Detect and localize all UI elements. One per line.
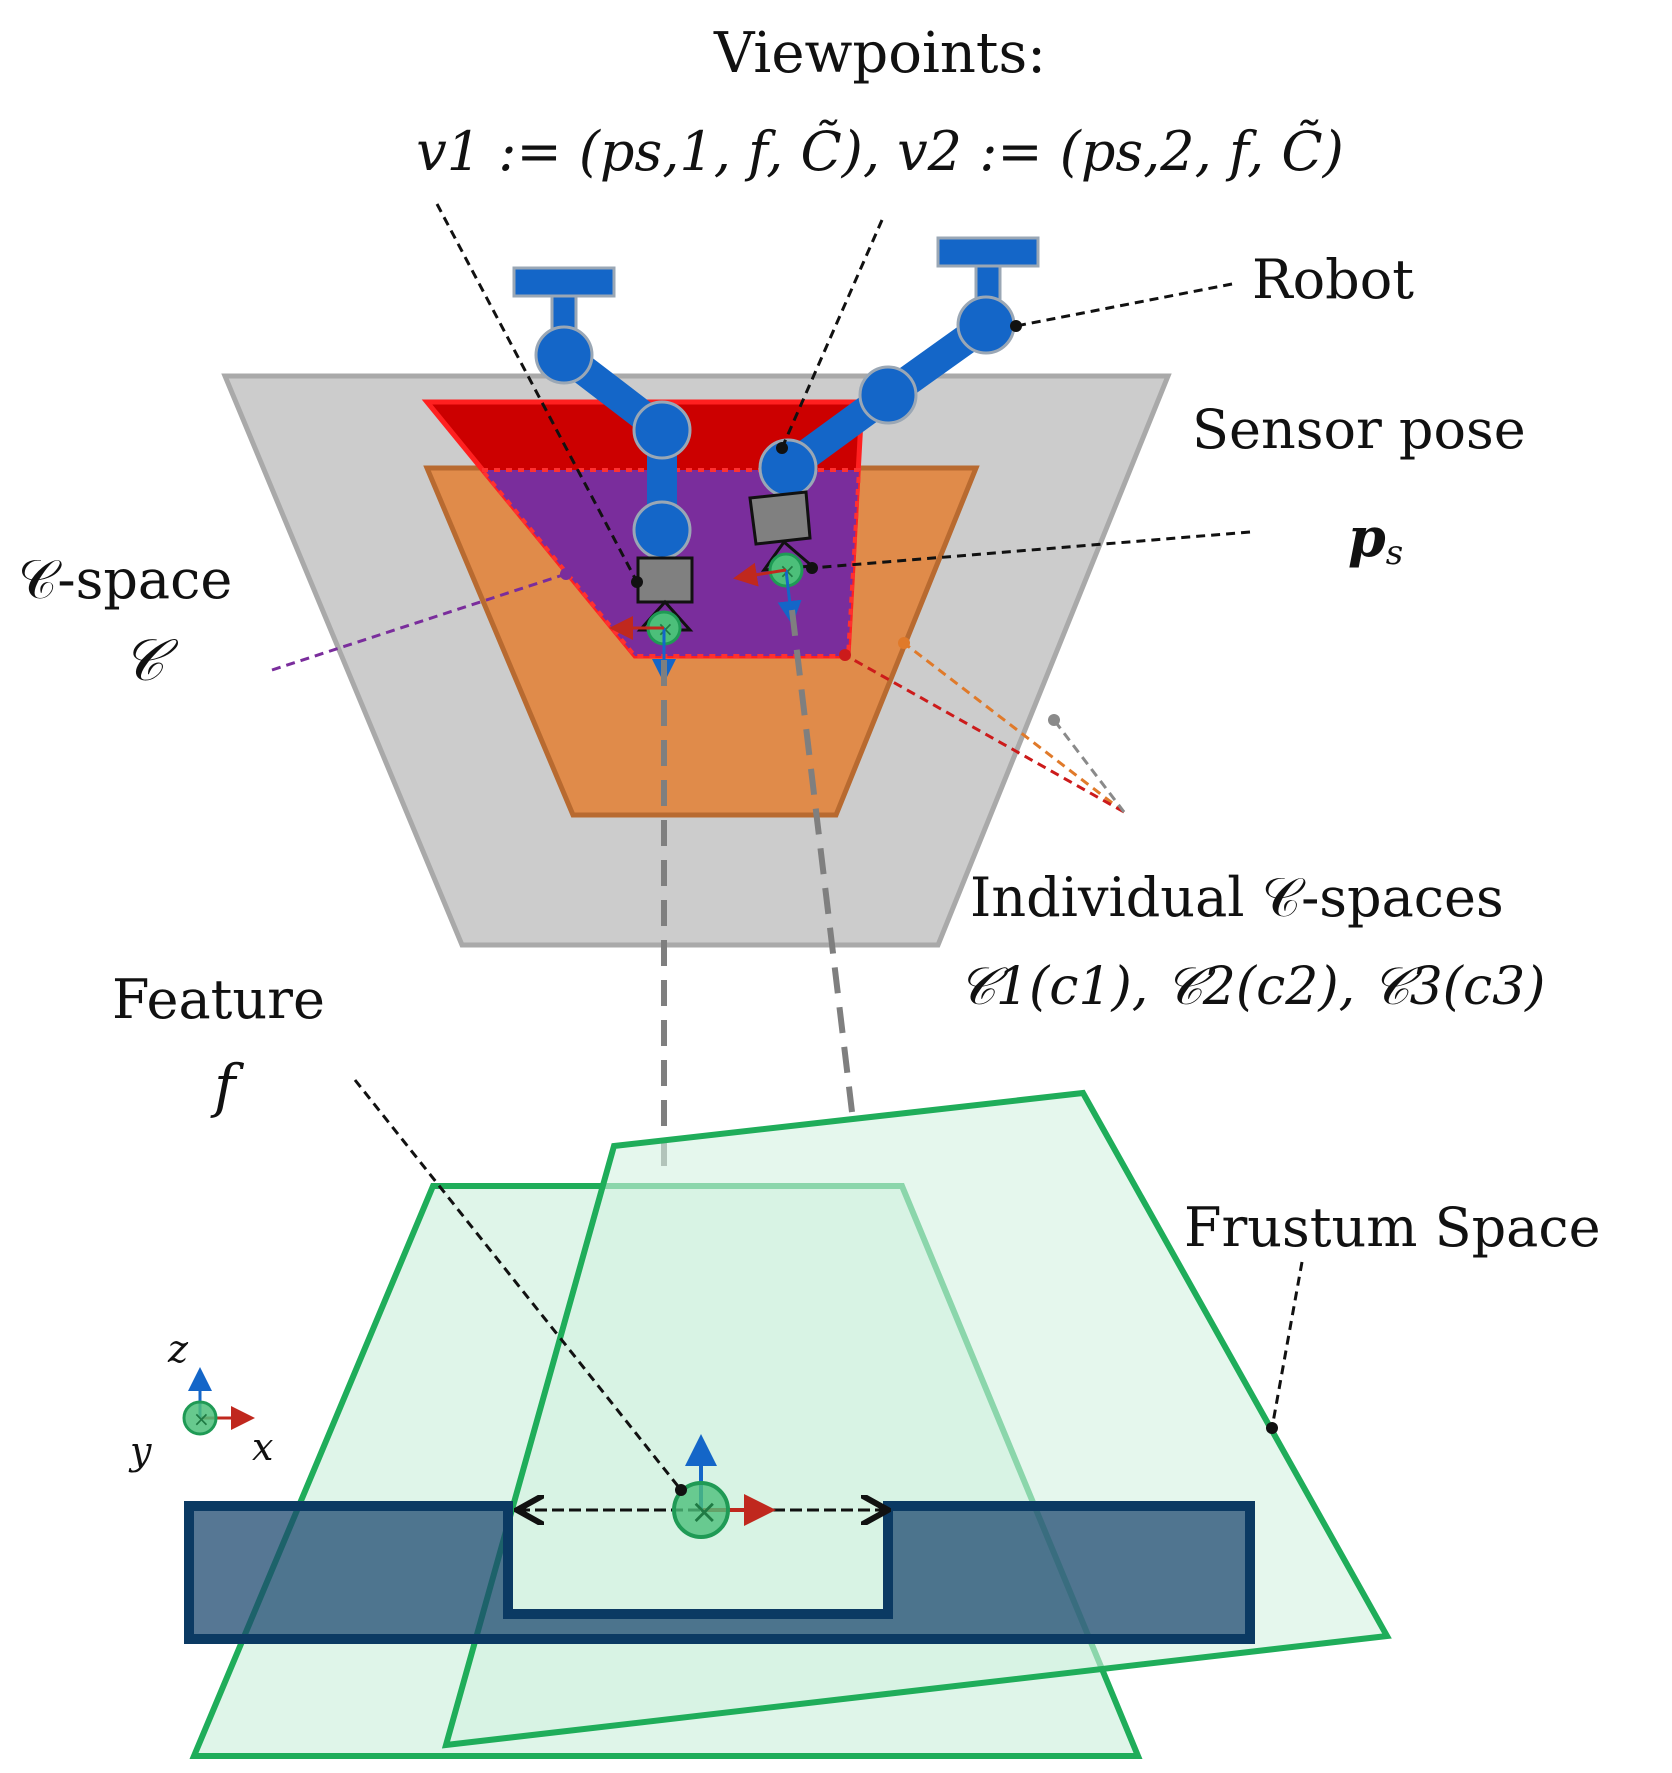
axes-legend: ×: [182, 1367, 255, 1436]
robot-right: ×: [733, 236, 1040, 625]
viewpoints-formula: v1 := (ps,1, f, C̃), v2 := (ps,2, f, C̃): [416, 119, 1344, 183]
feature-frame: ×: [672, 1434, 776, 1539]
robot-left: ×: [512, 266, 694, 683]
axis-z-label: z: [167, 1327, 189, 1371]
svg-text:×: ×: [193, 1407, 210, 1431]
axis-y-label: y: [128, 1429, 152, 1473]
feature-label: Feature: [112, 968, 325, 1031]
svg-text:×: ×: [690, 1492, 719, 1532]
frustum-space-label: Frustum Space: [1184, 1196, 1601, 1259]
individual-cspaces-label: Individual 𝒞-spaces: [970, 866, 1504, 929]
cspace-symbol: 𝒞: [122, 626, 179, 694]
viewpoints-title: Viewpoints:: [713, 21, 1046, 86]
cspace-label: 𝒞-space: [18, 548, 232, 611]
sensor-pose-symbol: ps: [1348, 505, 1403, 573]
robot-label: Robot: [1252, 248, 1414, 311]
feature-symbol: f: [210, 1052, 245, 1120]
axis-x-label: x: [252, 1425, 273, 1469]
sensor-pose-label: Sensor pose: [1192, 398, 1526, 461]
individual-cspaces-formula: 𝒞1(c1), 𝒞2(c2), 𝒞3(c3): [958, 957, 1545, 1017]
